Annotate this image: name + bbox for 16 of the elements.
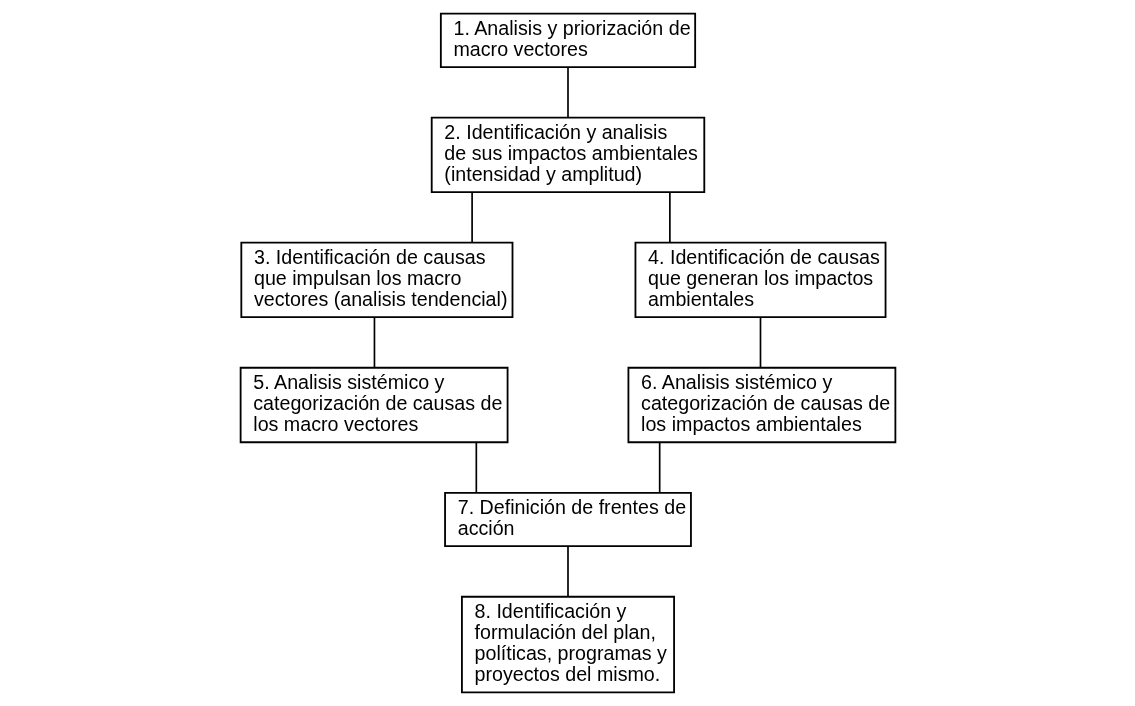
connector <box>668 191 671 244</box>
connector <box>759 316 761 369</box>
node-box: 5. Analisis sistémico y categorización de causas de los macro vectores <box>239 366 508 444</box>
node-box: 1. Analisis y priorización de macro vectores <box>439 12 696 68</box>
connector <box>470 191 473 244</box>
connector <box>566 66 569 119</box>
node-box: 7. Definición de frentes de acción <box>443 491 692 548</box>
node-box: 4. Identificación de causas que generan los impactos ambientales <box>634 241 886 319</box>
node-box: 3. Identificación de causas que impulsan los macro vectores (analisis tendencial) <box>239 241 513 319</box>
node-box: 8. Identificación y formulación del plan, políticas, programas y proyectos del mismo. <box>460 595 675 694</box>
node-box: 2. Identificación y analisis de sus impactos ambientales (intensidad y amplitud) <box>430 116 705 194</box>
connector <box>373 316 375 369</box>
connector <box>474 441 477 494</box>
connector <box>658 441 661 494</box>
connector <box>566 545 569 598</box>
node-box: 6. Analisis sistémico y categorización de causas de los impactos ambientales <box>627 366 896 444</box>
